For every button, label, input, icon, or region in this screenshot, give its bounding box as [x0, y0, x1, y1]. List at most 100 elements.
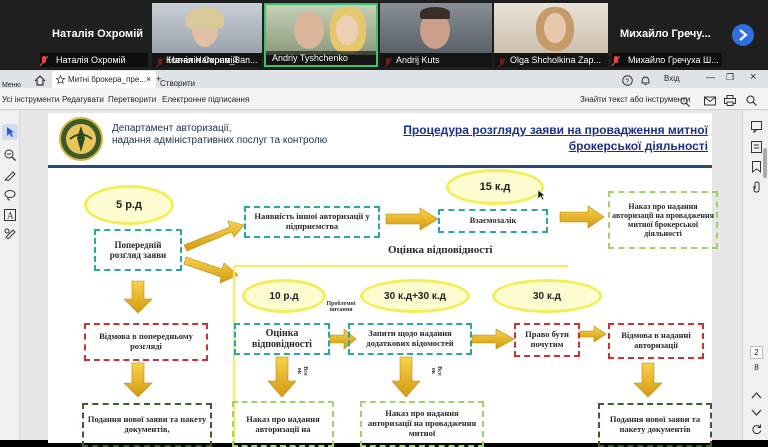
- step-preliminary-review: Попередній розгляд заяви: [94, 229, 182, 271]
- mic-muted-icon: [612, 53, 722, 67]
- lasso-tool-icon[interactable]: [4, 188, 16, 206]
- arrow-right: [559, 205, 605, 229]
- participant-tile[interactable]: Наталія Охромій: [152, 3, 262, 67]
- step-conformity-assessment: Оцінка відповідності: [234, 323, 330, 355]
- participant-tile[interactable]: Olga Shcholkina Zap...: [494, 3, 608, 67]
- menu-edit[interactable]: Редагувати: [62, 95, 104, 104]
- step-refusal-preliminary: Відмова в попередньому розгляді: [84, 323, 208, 361]
- select-tool-button[interactable]: [2, 124, 18, 140]
- arrow-down: [123, 280, 153, 314]
- participant-tile[interactable]: Михайло Гречуха Ш...: [612, 53, 722, 67]
- mail-icon[interactable]: [704, 93, 716, 111]
- step-order-authorization-mid: Наказ про надання авторизації на: [232, 401, 334, 447]
- arrow-right-up: [183, 220, 245, 252]
- menu-convert[interactable]: Перетворити: [108, 95, 157, 104]
- chevron-right-icon: [739, 29, 748, 41]
- step-additional-info-requests: Запити щодо надання додаткових відомосте…: [348, 323, 472, 355]
- speaker-name-right: Михайло Гречу...: [620, 28, 711, 40]
- mic-muted-icon: [39, 53, 148, 71]
- step-order-authorization-top: Наказ про надання авторизації на провадж…: [608, 191, 718, 249]
- refresh-icon[interactable]: [751, 422, 762, 440]
- timeframe-oval-10: 10 р.д: [242, 279, 326, 313]
- step-new-application-left: Подання нової заяви та пакету документів…: [82, 403, 212, 447]
- department-name-line1: Департамент авторизації,: [112, 123, 232, 134]
- step-refusal-authorization: Відмова в наданні авторизації: [608, 323, 704, 359]
- app-tab-bar: Меню Митні брокера_пре... × Створити + ?…: [0, 70, 768, 91]
- star-icon: [56, 75, 65, 84]
- close-tab-icon[interactable]: ×: [146, 74, 152, 84]
- svg-text:?: ?: [625, 79, 629, 86]
- right-tool-rail: 2 8: [742, 110, 768, 440]
- step-mutual-offset: Взаємозалік: [438, 209, 548, 233]
- step-other-authorization: Наявність іншої авторизації у підприємст…: [244, 206, 380, 238]
- vertical-scrollbar-thumb[interactable]: [763, 148, 767, 178]
- arrow-down: [123, 362, 153, 398]
- search-doc-icon[interactable]: [746, 93, 757, 111]
- arrow-right: [385, 207, 439, 231]
- pen-tool-icon[interactable]: [4, 168, 16, 186]
- timeframe-oval-15: 15 к.д: [446, 169, 544, 205]
- close-window-icon[interactable]: ×: [750, 71, 757, 83]
- page-total: 8: [754, 363, 759, 372]
- next-participants-button[interactable]: [732, 24, 754, 46]
- stamp-tool-icon[interactable]: [4, 226, 16, 244]
- participant-tile-active[interactable]: Andriy Tyshchenko: [264, 3, 378, 67]
- problem-issues-label: Проблемні питання: [326, 301, 356, 313]
- search-tools-field[interactable]: Знайти текст або інструменти: [580, 95, 691, 104]
- page-thumbnails-icon[interactable]: [751, 140, 762, 158]
- step-right-to-be-heard: Право бути почутим: [514, 323, 580, 357]
- participant-tile[interactable]: Andrij Kuts: [380, 3, 492, 67]
- page-number-field[interactable]: 2: [750, 346, 763, 359]
- scroll-down-icon[interactable]: [751, 404, 762, 422]
- print-icon[interactable]: [724, 93, 736, 111]
- slide-header: Департамент авторизації, надання адмініс…: [48, 113, 712, 168]
- sign-in-button[interactable]: Вхід: [664, 74, 680, 83]
- notifications-bell-icon[interactable]: [640, 73, 651, 91]
- search-icon[interactable]: [680, 94, 690, 112]
- comment-icon[interactable]: [751, 120, 762, 138]
- plus-icon: +: [156, 74, 162, 84]
- video-call-strip: Наталія Охромій Наталія Охромій Andriy T…: [0, 0, 768, 70]
- arrow-right: [471, 328, 515, 350]
- menu-all-tools[interactable]: Усі інструменти: [2, 95, 60, 104]
- minimize-icon[interactable]: —: [706, 72, 715, 82]
- participant-name-row: Ксенія Нагорна_Зап...: [166, 53, 262, 67]
- participant-name: Olga Shcholkina Zap...: [494, 53, 608, 67]
- timeframe-oval-30-30: 30 к.д+30 к.д: [360, 279, 470, 313]
- arrow-down: [633, 362, 663, 398]
- department-emblem-icon: [58, 116, 104, 162]
- left-tool-rail: A: [0, 110, 20, 440]
- attachments-icon[interactable]: [751, 180, 762, 198]
- participant-name: Ксенія Нагорна_Зап...: [166, 55, 258, 65]
- toolbar: Усі інструменти Редагувати Перетворити Е…: [0, 88, 768, 110]
- step-new-application-right: Подання нової заяви та пакету документів: [598, 403, 712, 447]
- maximize-icon[interactable]: ❐: [726, 72, 735, 82]
- home-icon[interactable]: [34, 73, 46, 91]
- menu-e-sign[interactable]: Електронне підписання: [162, 95, 250, 104]
- help-icon[interactable]: ?: [622, 73, 633, 91]
- participant-tile[interactable]: Наталія Охромій: [39, 53, 148, 67]
- arrow-down: [267, 356, 297, 398]
- document-viewport[interactable]: Департамент авторизації, надання адмініс…: [20, 110, 742, 447]
- slide-title-line2: брокерської діяльності: [568, 139, 708, 153]
- pdf-page: Департамент авторизації, надання адмініс…: [48, 113, 718, 447]
- step-order-authorization-mid2: Наказ про надання авторизації на провадж…: [360, 401, 484, 447]
- tab-title: Митні брокера_пре...: [68, 75, 146, 84]
- scroll-up-icon[interactable]: [751, 386, 762, 404]
- flow-arrows: [123, 205, 663, 443]
- svg-text:A: A: [7, 211, 14, 221]
- new-tab-button[interactable]: Створити: [160, 79, 196, 88]
- arrow-right: [579, 325, 607, 343]
- zoom-tool-icon[interactable]: [4, 148, 16, 166]
- speaker-name-left: Наталія Охромій: [52, 28, 144, 40]
- bookmark-icon[interactable]: [751, 160, 762, 178]
- cursor-arrow-icon: [7, 127, 14, 137]
- mouse-cursor-icon: [537, 188, 546, 206]
- arrow-right-down: [183, 256, 239, 284]
- participant-name: Andrij Kuts: [380, 53, 492, 67]
- text-tool-icon[interactable]: A: [4, 208, 16, 226]
- participant-name: Andriy Tyshchenko: [266, 51, 376, 65]
- menu-button[interactable]: Меню: [2, 82, 21, 89]
- tab-document[interactable]: Митні брокера_пре... ×: [52, 71, 156, 88]
- participant-name: Наталія Охромій: [152, 53, 262, 67]
